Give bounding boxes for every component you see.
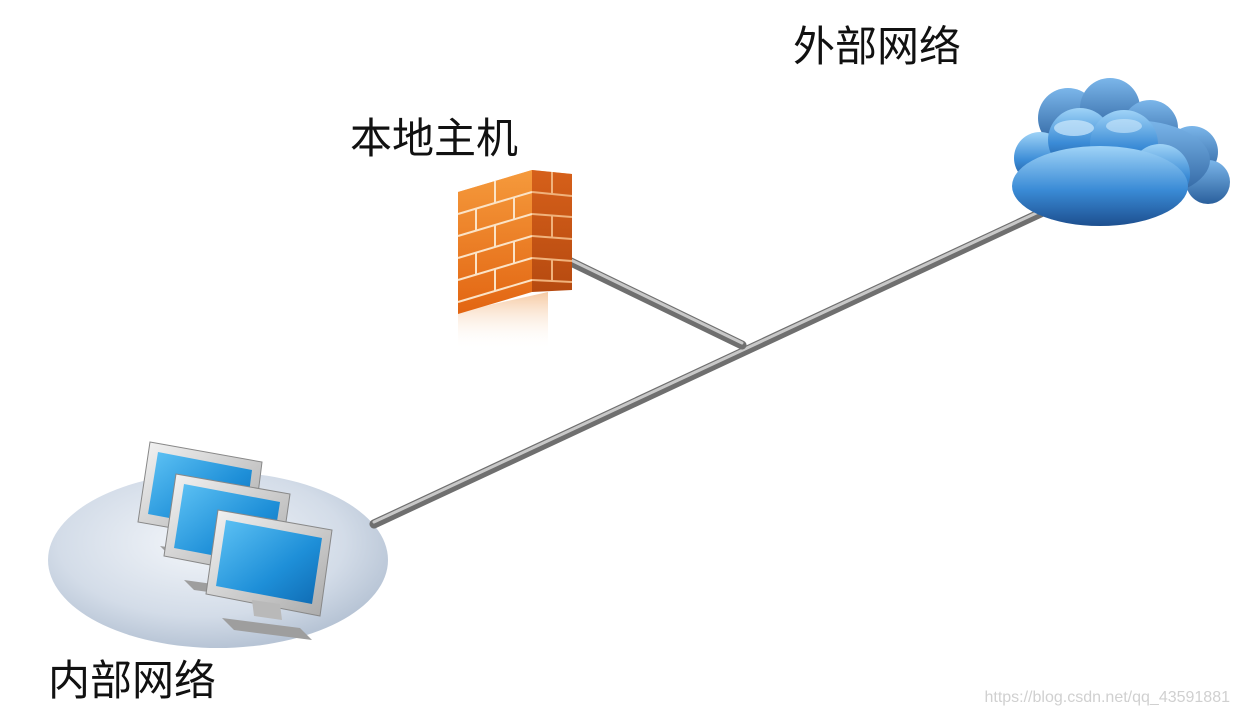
internal-network-label: 内部网络: [48, 656, 217, 705]
main-cable: [369, 185, 1095, 529]
watermark: https://blog.csdn.net/qq_43591881: [984, 689, 1230, 706]
cloud-icon: [1012, 78, 1230, 226]
computer-group-icon: [137, 441, 333, 640]
external-network-label: 外部网络: [793, 22, 962, 71]
firewall-icon: [457, 170, 573, 350]
computer-icon: [205, 509, 333, 640]
firewall-cable: [535, 242, 747, 350]
network-cables: [369, 185, 1095, 529]
local-host-label: 本地主机: [350, 114, 519, 163]
